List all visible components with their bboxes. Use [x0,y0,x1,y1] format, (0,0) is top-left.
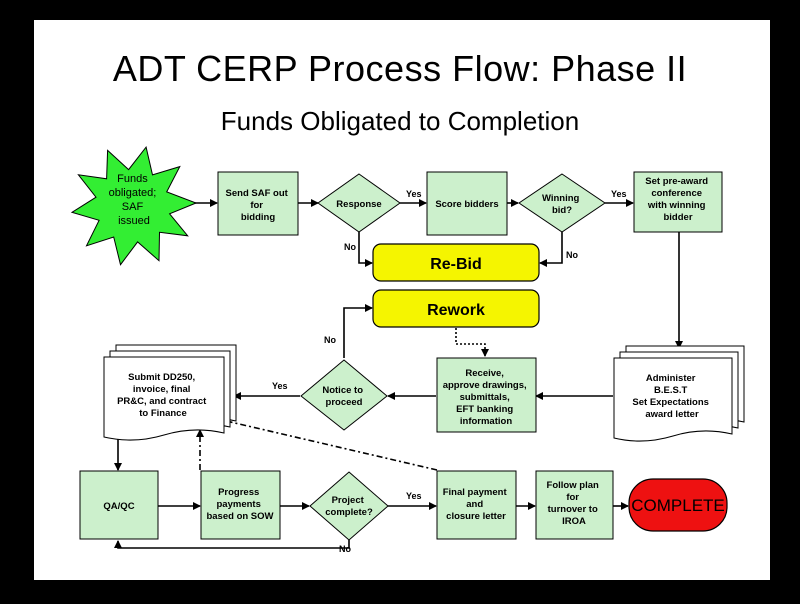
rework-box [372,289,540,328]
preaward-box [633,171,723,233]
label-no-winning: No [566,250,578,260]
follow-plan-box [535,470,614,540]
label-yes-project: Yes [406,491,422,501]
project-complete-decision [309,471,389,541]
edge-final-submit [221,417,438,471]
progress-box [200,470,281,540]
preaward-label: Set pre-award conference with winning bi… [645,176,710,223]
submit-document-stack [103,344,237,441]
receive-box [436,357,537,433]
label-yes-winning: Yes [611,189,627,199]
winning-bid-label: Winning bid? [542,193,582,216]
administer-document-stack [613,345,745,442]
final-payment-label: Final payment and closure letter [443,487,510,522]
edge-labels: Yes Yes No No No Yes Yes No [272,189,627,554]
send-saf-label: Send SAF out for bidding [226,188,291,223]
response-decision [317,173,401,233]
follow-plan-label: Follow plan for turnover to IROA [547,480,602,527]
page-subtitle: Funds Obligated to Completion [220,106,580,136]
label-no-response: No [344,242,356,252]
administer-label: Administer B.E.S.T Set Expectations awar… [632,373,711,420]
label-yes-notice: Yes [272,381,288,391]
notice-label: Notice to proceed [322,385,365,408]
label-no-project: No [339,544,351,554]
project-complete-label: Project complete? [325,495,373,518]
score-bidders-label: Score bidders [435,199,498,210]
start-starburst [70,145,198,266]
winning-bid-decision [518,173,606,233]
score-bidders-box [426,171,508,236]
complete-label: COMPLETE [631,496,725,515]
label-yes-response: Yes [406,189,422,199]
edge-rework-receive [455,328,489,357]
response-label: Response [336,199,381,210]
rebid-box [372,243,540,282]
send-saf-box [217,171,299,236]
start-label: Funds obligated; SAF issued [109,173,160,227]
complete-terminal [628,478,728,532]
receive-label: Receive, approve drawings, submittals, E… [443,368,530,427]
final-payment-box [436,470,517,540]
edge-project-qaqc [114,540,350,549]
edge-response-rebid [358,232,373,267]
edge-notice-rework [343,304,373,358]
label-no-notice: No [324,335,336,345]
notice-decision [300,359,388,431]
page-title: ADT CERP Process Flow: Phase II [112,48,688,89]
rebid-label: Re-Bid [430,256,482,273]
qaqc-box [79,470,159,540]
edge-winning-rebid [539,232,563,267]
progress-label: Progress payments based on SOW [206,487,273,522]
qaqc-label: QA/QC [103,501,134,512]
submit-label: Submit DD250, invoice, final PR&C, and c… [117,372,209,419]
rework-label: Rework [427,302,485,319]
